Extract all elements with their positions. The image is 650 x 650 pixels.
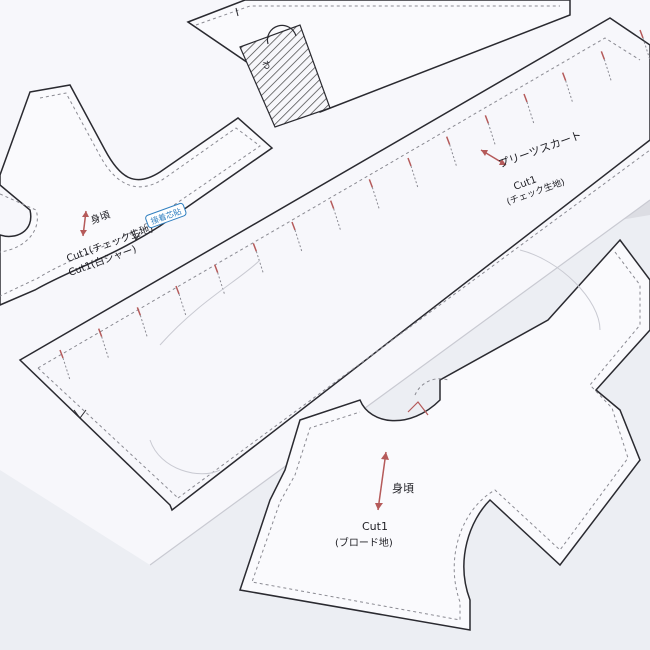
- front-paper-sheet: [0, 0, 650, 565]
- pleat-mark-red: [523, 93, 528, 103]
- pleat-mark-red: [291, 221, 296, 231]
- pleat-mark-red: [97, 328, 103, 337]
- front-paper-edge: [149, 199, 650, 566]
- lower-bodice-fabric: (ブロード地): [335, 536, 393, 549]
- pleat-mark-red: [59, 349, 64, 359]
- pleat-mark-red: [136, 307, 142, 316]
- pleat-mark-red: [368, 179, 374, 188]
- pleat-mark-red: [484, 115, 490, 124]
- lower-bodice-label: 身頃: [392, 481, 414, 495]
- hatched-area: [239, 24, 331, 128]
- pleat-mark-red: [252, 243, 258, 252]
- lower-bodice-cut: Cut1: [362, 520, 388, 533]
- lower-bodice-piece: 身頃 Cut1 (ブロード地): [239, 238, 650, 631]
- pleat-mark-red: [445, 136, 451, 145]
- pleat-mark-red: [600, 51, 606, 60]
- pleat-marks: [59, 29, 650, 381]
- pleat-mark-red: [561, 72, 567, 81]
- waist-note-label: わ: [259, 59, 273, 71]
- pleat-mark-red: [407, 157, 412, 167]
- interfacing-badge: [145, 202, 187, 229]
- pleat-mark-red: [639, 29, 644, 39]
- waistband-piece: わ: [186, 0, 571, 128]
- ghost-lines: [149, 249, 601, 475]
- pleat-mark-red: [175, 285, 180, 295]
- pleat-mark-red: [213, 264, 219, 273]
- pleat-mark-red: [329, 200, 335, 209]
